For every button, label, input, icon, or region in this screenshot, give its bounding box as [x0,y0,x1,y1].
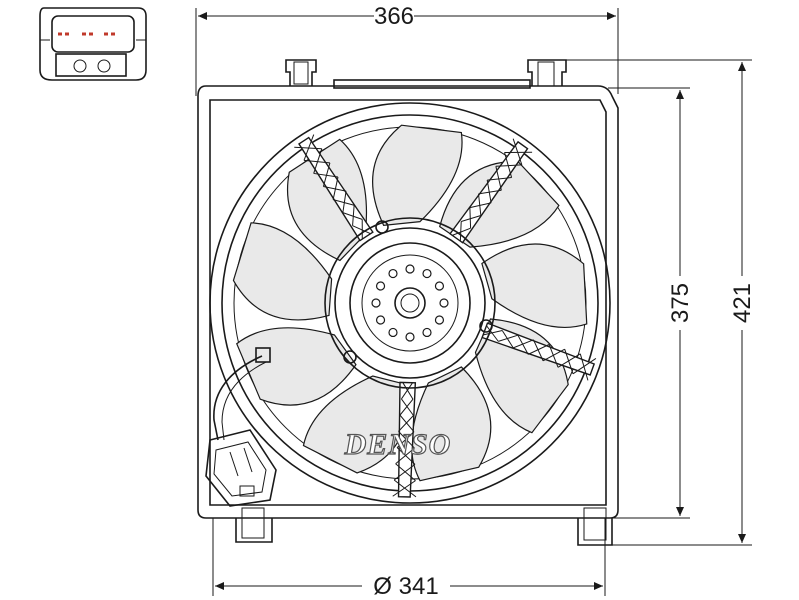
hub-hole [422,268,432,279]
fan-blade [411,366,492,482]
hub-hole [388,268,398,279]
motor-struts [294,134,597,498]
hub-hole [388,327,398,338]
brand-logo: DENSO [344,428,452,461]
wire-harness [205,347,277,507]
fan-blade [232,222,333,321]
hub-hole [375,315,386,325]
dimension-label-diameter: Ø 341 [373,573,438,600]
fan-blade [372,124,463,226]
strut [481,322,597,381]
dimension-label-width: 366 [374,3,414,30]
hub-hole [422,327,432,338]
fan-blade [481,243,588,329]
strut [294,134,374,242]
shroud-frame [197,59,619,546]
connector-detail [39,7,147,81]
hub-hole [405,264,415,274]
dimension-heights: 375 421 [565,59,756,546]
motor-hub [324,217,496,389]
hub-hole [375,281,386,291]
fan-blade [235,327,357,406]
hub-hole [371,298,381,308]
dimension-width-top: 366 [195,2,619,96]
fan-blade [286,138,368,262]
fan-blades [232,124,588,482]
dimension-diameter: Ø 341 [212,518,606,600]
strut [392,381,417,498]
hub-hole [434,315,445,325]
strut [449,138,533,244]
hub-hole [405,332,415,342]
dimension-label-height-inner: 375 [667,283,694,323]
hub-hole [439,298,449,308]
dimension-label-height-total: 421 [729,283,756,323]
hub-hole [434,281,445,291]
